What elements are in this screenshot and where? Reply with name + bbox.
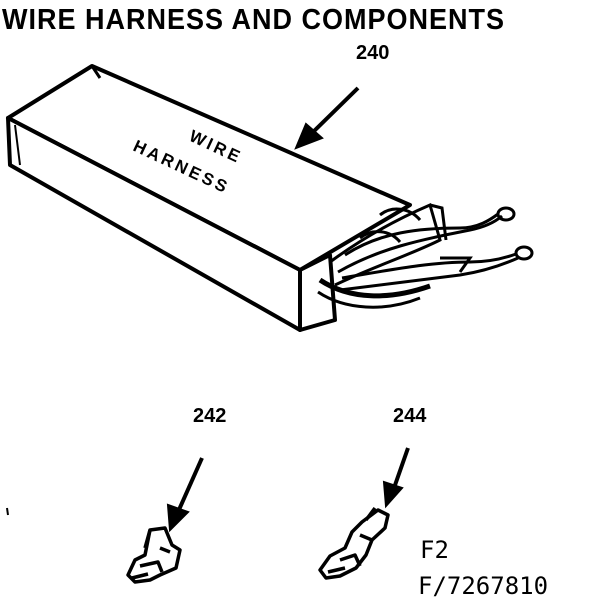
harness-wires	[317, 202, 534, 309]
callout-240: 240	[356, 42, 390, 64]
terminal-244	[318, 506, 390, 580]
arrow-242	[166, 457, 204, 533]
callout-242: 242	[193, 405, 227, 427]
callout-244: 244	[393, 405, 427, 427]
stray-mark	[6, 507, 9, 516]
arrow-244	[382, 447, 410, 509]
drawing-number: F/7267810	[418, 572, 549, 600]
wire-harness-box: WIRE HARNESS	[6, 64, 412, 332]
figure-label: F2	[420, 536, 449, 564]
terminal-242	[126, 526, 182, 584]
arrow-240	[294, 86, 360, 150]
diagram-title: WIRE HARNESS AND COMPONENTS	[2, 4, 506, 36]
